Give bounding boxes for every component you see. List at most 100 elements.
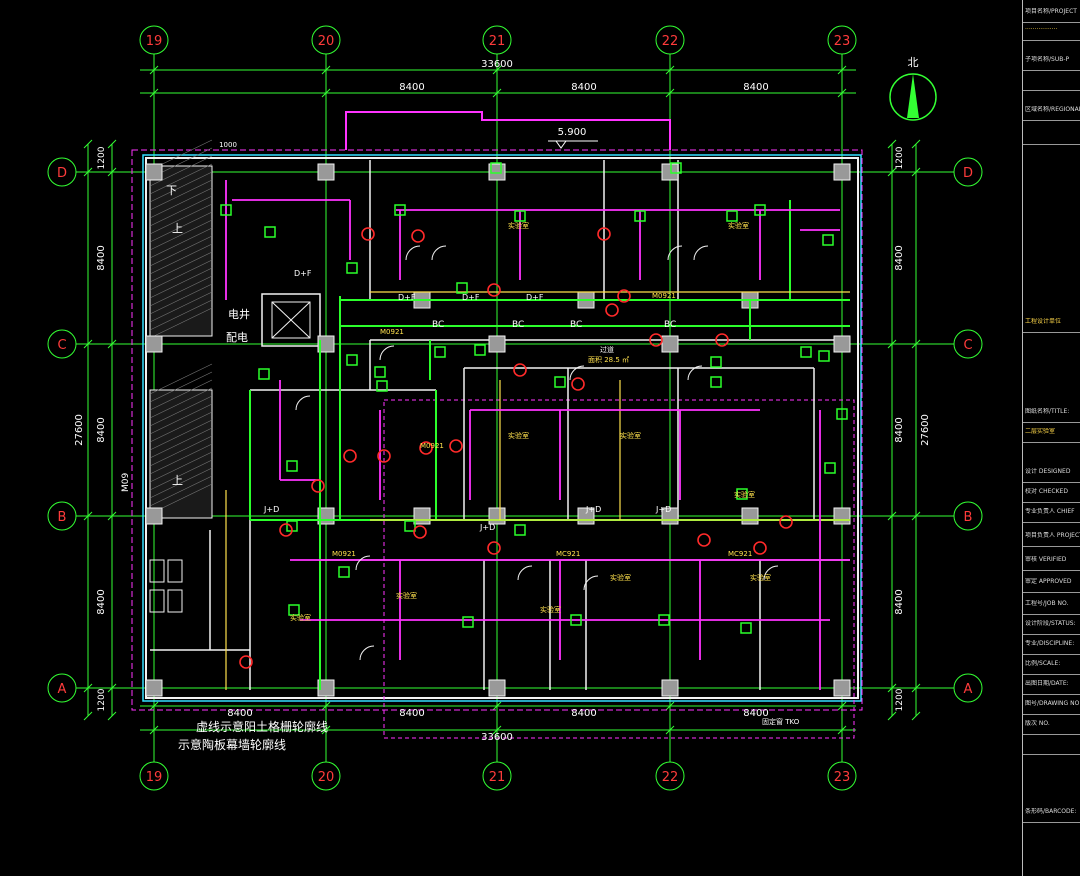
column-4: [317, 163, 335, 181]
elevation-marker: 5.900: [548, 127, 598, 149]
dim-top-span-1: 8400: [399, 82, 424, 93]
title-block-row: 版次 NO.: [1023, 720, 1080, 735]
stair-hatch-bot-11: [149, 451, 213, 483]
title-block-row: 专业负责人 CHIEF: [1023, 508, 1080, 523]
label-area: 面积 28.5 ㎡: [588, 355, 629, 364]
label-lab-7: 实验室: [750, 573, 771, 582]
dim-tick-1-4: [837, 88, 847, 98]
pipe-label-df-2: D+F: [398, 293, 416, 302]
dim-tick-3-2: [492, 725, 502, 735]
red-fixture-14: [779, 515, 793, 529]
axis-bubble-bottom-23: 23: [827, 761, 857, 791]
dim-tick-2-0: [149, 701, 159, 711]
red-fixture-15: [605, 303, 619, 317]
label-lab-4: 实验室: [620, 431, 641, 440]
title-block-row: 工程号/JOB NO.: [1023, 600, 1080, 615]
pipe-label-bc-1: BC: [432, 320, 444, 330]
equipment-marker-16: [474, 344, 486, 356]
axis-bubble-left-D: D: [47, 157, 77, 187]
dim-left-span-3: 8400: [96, 417, 107, 442]
column-5: [317, 335, 335, 353]
axis-bubble-left-B: B: [47, 501, 77, 531]
stair-core-bottom: [149, 389, 213, 519]
dim-tick-3-1: [321, 725, 331, 735]
column-10: [488, 507, 506, 525]
equipment-marker-28: [404, 520, 416, 532]
red-fixture-12: [487, 541, 501, 555]
column-0: [145, 163, 163, 181]
dim-right-total: 27600: [920, 414, 931, 446]
dim-tick-v-2-0: [887, 139, 897, 149]
label-lab-8: 实验室: [734, 490, 755, 499]
dim-top-total: 33600: [481, 59, 513, 70]
svg-text:北: 北: [908, 56, 919, 69]
door-tag-3: M0921: [420, 442, 444, 450]
svg-text:19: 19: [146, 34, 163, 49]
svg-text:20: 20: [318, 34, 335, 49]
equipment-marker-22: [288, 604, 300, 616]
stair-hatch-bot-7: [149, 419, 213, 451]
column-7: [317, 679, 335, 697]
equipment-marker-9: [726, 210, 738, 222]
svg-text:B: B: [964, 510, 973, 525]
equipment-marker-5: [490, 162, 502, 174]
red-fixture-11: [343, 449, 357, 463]
equipment-marker-27: [740, 622, 752, 634]
equipment-marker-1: [264, 226, 276, 238]
axis-bubble-right-D: D: [953, 157, 983, 187]
axis-bubble-top-20: 20: [311, 25, 341, 55]
equipment-marker-15: [434, 346, 446, 358]
dim-bottom-total: 33600: [481, 732, 513, 743]
door-swing-2: [667, 245, 683, 261]
dim-tick-0-3: [665, 65, 675, 75]
axis-bubble-left-C: C: [47, 329, 77, 359]
equipment-marker-13: [346, 354, 358, 366]
dim-right-span-3: 8400: [894, 417, 905, 442]
title-block-row: 区域名称/REGIONAL: [1023, 106, 1080, 121]
dim-left-span-1: 1200: [97, 146, 107, 169]
note-terracotta-outline: 示意陶板幕墙轮廓线: [178, 737, 286, 752]
dim-tick-2-2: [492, 701, 502, 711]
pipe-label-bc-2: BC: [512, 320, 524, 330]
stair-hatch-top-13: [149, 243, 213, 275]
equipment-marker-25: [570, 614, 582, 626]
door-swing-0: [405, 245, 421, 261]
red-fixture-8: [419, 441, 433, 455]
dim-tick-v-3-5: [911, 711, 921, 721]
stair-hatch-top-21: [149, 307, 213, 339]
column-2: [145, 507, 163, 525]
dim-tick-0-4: [837, 65, 847, 75]
title-block-row: 项目名称/PROJECT: [1023, 8, 1080, 23]
axis-bubble-bottom-20: 20: [311, 761, 341, 791]
dim-tick-2-4: [837, 701, 847, 711]
axis-bubble-bottom-19: 19: [139, 761, 169, 791]
svg-text:22: 22: [662, 34, 679, 49]
dim-tick-v-3-2: [911, 339, 921, 349]
equipment-marker-35: [800, 346, 812, 358]
equipment-marker-3: [394, 204, 406, 216]
dimension-lines: [83, 65, 921, 735]
dim-tick-v-1-2: [107, 339, 117, 349]
stair-hatch-top-20: [149, 299, 213, 331]
stair-hatch-bot-13: [149, 467, 213, 499]
column-9: [488, 335, 506, 353]
red-fixture-13: [697, 533, 711, 547]
svg-text:21: 21: [489, 770, 506, 785]
pipe-label-bc-4: BC: [664, 320, 676, 330]
dim-tick-v-2-2: [887, 339, 897, 349]
title-block-row: 二层实验室: [1023, 428, 1080, 443]
door-swing-5: [569, 365, 585, 381]
label-stair-down: 下: [166, 184, 177, 197]
axis-bubble-bottom-22: 22: [655, 761, 685, 791]
red-fixture-18: [239, 655, 253, 669]
red-fixture-21: [413, 525, 427, 539]
equipment-marker-0: [220, 204, 232, 216]
stair-hatch-bot-5: [149, 403, 213, 435]
door-tag-6: M0921: [332, 550, 356, 558]
title-block-row: 设计阶段/STATUS:: [1023, 620, 1080, 635]
dim-right-span-4: 8400: [894, 589, 905, 614]
dim-tick-v-0-4: [83, 683, 93, 693]
stair-hatch-bot-3: [149, 387, 213, 419]
svg-text:23: 23: [834, 770, 851, 785]
stair-hatch-top-7: [149, 195, 213, 227]
